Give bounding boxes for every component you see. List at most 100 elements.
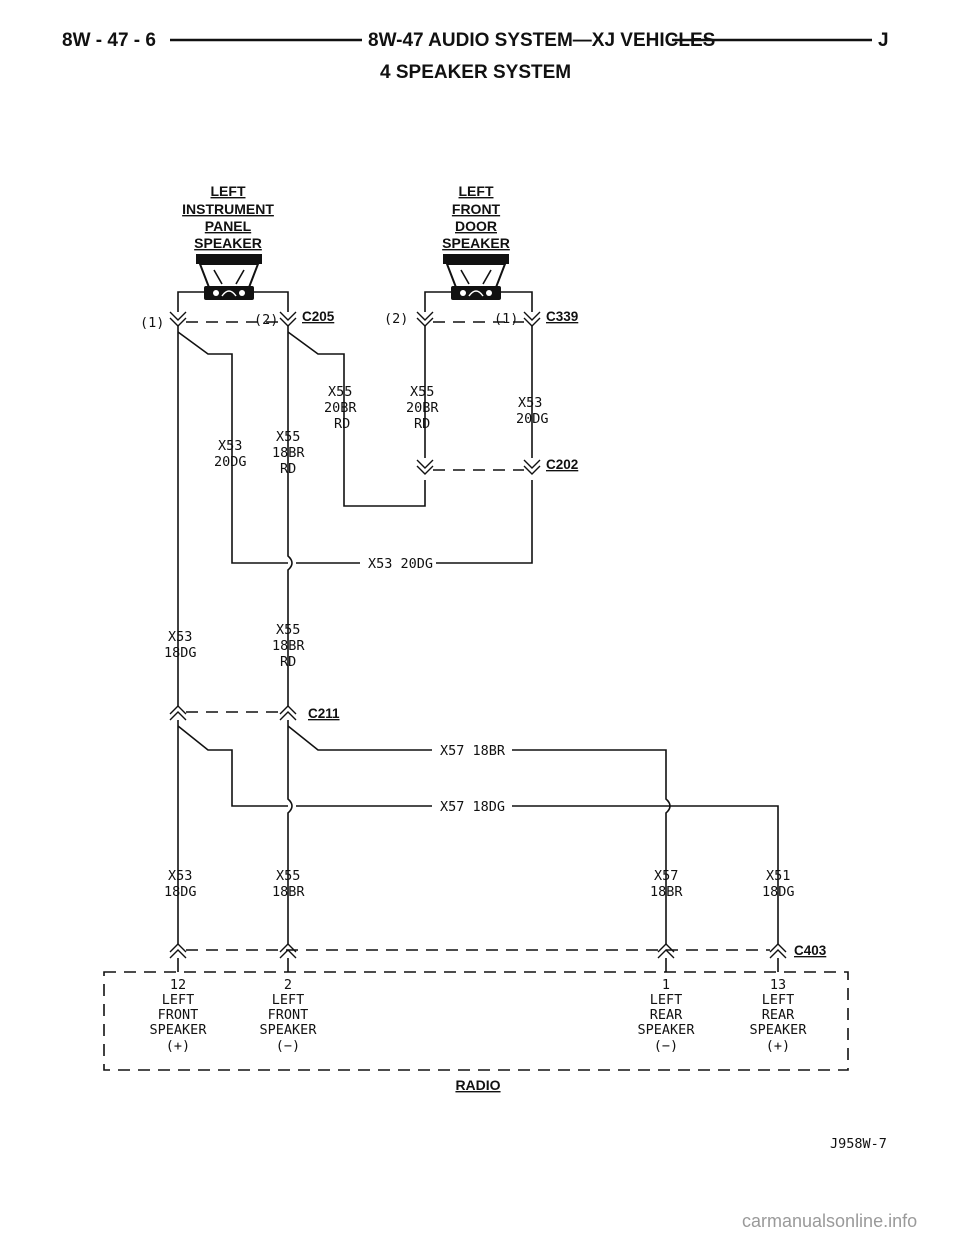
connector-label: C205 [302,309,335,324]
ip-speaker-lead-2 [254,291,289,312]
connector-label: C202 [546,457,578,472]
pin-chevron [169,943,187,959]
terminal-pin: 12 [170,977,186,993]
figure-code: J958W-7 [830,1136,887,1152]
terminal-line: (−) [654,1038,678,1054]
pin-chevron [279,943,297,959]
c339-connector: (2) (1) C339 [384,309,578,327]
wire-label-line: 18BR [650,884,683,900]
pin-chevron [657,943,675,959]
speaker-title-line: PANEL [205,218,252,234]
radio-terminal-12: 12 LEFT FRONT SPEAKER (+) [150,977,208,1054]
wire-label-line: 18BR [272,445,305,461]
pin-chevron [416,311,434,327]
wire-x55-18br-upper [287,326,293,706]
terminal-line: FRONT [268,1007,309,1023]
left-instrument-panel-speaker: LEFT INSTRUMENT PANEL SPEAKER [182,183,274,300]
connector-label: C403 [794,943,827,958]
wire-label-x53-20dg-a: X53 20DG [516,395,549,427]
pin-chevron [279,311,297,327]
wire-x57-18br-right [512,749,671,944]
speaker-icon [443,254,509,300]
page-number: 8W - 47 - 6 [62,30,156,51]
wire-label-line: RD [280,461,296,477]
c202-connector: C202 [416,457,578,475]
vehicle-code: J [878,30,889,51]
wire-label-line: 18DG [164,884,197,900]
left-front-door-speaker: LEFT FRONT DOOR SPEAKER [442,183,510,300]
wire-label-line: X55 [276,868,300,884]
c403-pin-stubs [177,958,779,972]
speaker-title-line: LEFT [211,183,246,199]
speaker-title-line: DOOR [455,218,497,234]
pin-label: (1) [140,315,164,331]
page-header: 8W - 47 - 6 8W-47 AUDIO SYSTEM—XJ VEHICL… [62,30,889,83]
speaker-title-line: SPEAKER [442,235,510,251]
terminal-pin: 2 [284,977,292,993]
terminal-line: LEFT [162,992,195,1008]
wire-label-x55-18br-rd-a: X55 18BR RD [272,429,305,477]
wire-label-x57-18br-horizontal: X57 18BR [440,743,506,759]
wire-label-line: X57 [654,868,678,884]
radio-box [103,971,849,1071]
wire-x57-18dg-right [512,805,779,944]
speaker-title-line: INSTRUMENT [182,201,274,217]
pin-label: (2) [384,311,408,327]
pin-label: (1) [494,311,518,327]
wire-x57-18dg-branch [177,725,288,807]
connector-label: C339 [546,309,578,324]
wire-label-line: 20BR [324,400,357,416]
wire-x53-20dg-horizontal-right [436,480,533,564]
wire-label-line: 18BR [272,638,305,654]
terminal-line: SPEAKER [638,1022,696,1038]
radio-component: 12 LEFT FRONT SPEAKER (+) 2 LEFT FRONT S… [103,971,849,1093]
radio-terminal-2: 2 LEFT FRONT SPEAKER (−) [260,977,318,1054]
page-subtitle: 4 SPEAKER SYSTEM [380,62,571,83]
speaker-title-line: SPEAKER [194,235,262,251]
terminal-line: (+) [766,1038,790,1054]
wire-label-line: 18DG [762,884,795,900]
wire-x55-20br-jumper [287,331,426,507]
c205-connector: (1) (2) C205 [140,309,335,331]
pin-chevron [523,459,541,475]
wire-label-line: X55 [276,429,300,445]
wire-x57-18br-left [287,725,432,751]
wire-label-line: X55 [410,384,434,400]
pin-chevron [523,311,541,327]
wire-label-x55-20br-rd-b: X55 20BR RD [406,384,439,432]
wire-label-x53-20dg-horizontal: X53 20DG [368,556,433,572]
terminal-line: FRONT [158,1007,199,1023]
radio-terminal-13: 13 LEFT REAR SPEAKER (+) [750,977,808,1054]
wire-label-line: RD [280,654,296,670]
terminal-pin: 1 [662,977,670,993]
terminal-line: SPEAKER [150,1022,208,1038]
connector-label: C211 [308,706,340,721]
c211-connector: C211 [169,705,340,721]
wire-label-line: 20DG [516,411,549,427]
wire-label-line: X53 [518,395,542,411]
wire-label-x57-18br-b: X57 18BR [650,868,683,900]
terminal-line: REAR [650,1007,683,1023]
wire-label-line: X55 [328,384,352,400]
c403-connector: C403 [169,943,827,972]
pin-chevron [416,459,434,475]
wire-label-x55-20br-rd-a: X55 20BR RD [324,384,357,432]
wire-x55-18br-lower [287,720,293,944]
wire-label-line: 18DG [164,645,197,661]
wire-label-x53-18dg-a: X53 18DG [164,629,197,661]
terminal-line: SPEAKER [260,1022,318,1038]
pin-label: (2) [254,312,278,328]
wire-label-line: X53 [218,438,242,454]
door-speaker-lead-1 [501,291,533,312]
wire-label-x53-18dg-b: X53 18DG [164,868,197,900]
wire-label-line: X51 [766,868,790,884]
terminal-pin: 13 [770,977,786,993]
radio-terminal-1: 1 LEFT REAR SPEAKER (−) [638,977,696,1054]
wire-label-line: X55 [276,622,300,638]
wire-x53-20dg-branch [177,331,288,564]
terminal-line: (+) [166,1038,190,1054]
speaker-title-line: FRONT [452,201,501,217]
wire-label-x55-18br-rd-b: X55 18BR RD [272,622,305,670]
wire-label-line: 20DG [214,454,247,470]
terminal-line: (−) [276,1038,300,1054]
